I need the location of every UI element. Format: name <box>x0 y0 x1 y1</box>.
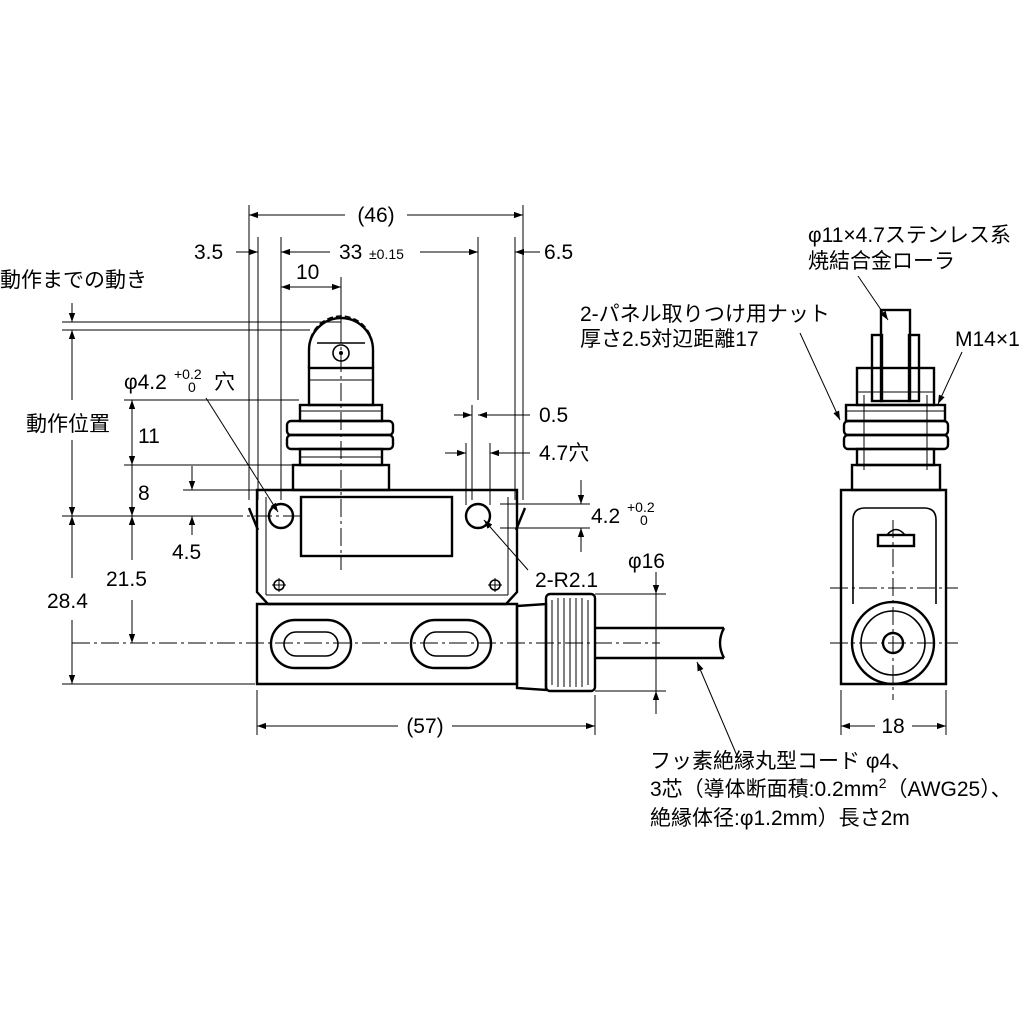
dimension-labels: (46) 3.5 33 ±0.15 6.5 10 動作までの動き φ4.2 +0… <box>0 204 1020 830</box>
cable <box>595 626 726 660</box>
switch-housing <box>247 488 527 606</box>
side-dimension-lines <box>799 275 963 735</box>
dim-3-5-label: 3.5 <box>194 241 223 264</box>
dim-11-label: 11 <box>138 425 160 448</box>
dim-4-2-tol-lower: 0 <box>640 512 648 528</box>
dim-57-label: (57) <box>406 715 443 738</box>
dim-33-label: 33 <box>339 241 362 264</box>
radius-label: 2-R2.1 <box>535 569 598 592</box>
cord-note-line1: フッ素絶縁丸型コード φ4、 <box>650 750 912 773</box>
hole-diameter-label: φ4.2 <box>124 371 167 394</box>
dim-21-5-label: 21.5 <box>106 568 147 591</box>
dim-33-tolerance: ±0.15 <box>369 246 404 262</box>
dia-16-label: φ16 <box>628 550 665 573</box>
dim-8-label: 8 <box>138 482 150 505</box>
front-view <box>72 315 726 693</box>
cable-gland <box>515 592 597 693</box>
cord-note-line3: 絶縁体径:φ1.2mm）長さ2m <box>650 807 910 830</box>
front-dimension-lines <box>62 205 739 759</box>
hole-4-7-label: 4.7穴 <box>539 442 589 465</box>
dim-4-5-label: 4.5 <box>172 541 201 564</box>
cord-note-superscript: 2 <box>879 775 887 791</box>
cord-note-line2-tail: （AWG25）、 <box>887 778 1012 801</box>
operating-position-label: 動作位置 <box>26 413 110 436</box>
roller-note-line2: 焼結合金ローラ <box>808 250 955 273</box>
dim-46-label: (46) <box>357 204 394 227</box>
dim-4-2-tol-upper: +0.2 <box>627 499 655 515</box>
dim-4-2-label: 4.2 <box>591 505 620 528</box>
cord-note-line2: 3芯（導体断面積:0.2mm2（AWG25）、 <box>650 775 1012 801</box>
dim-6-5-label: 6.5 <box>544 241 573 264</box>
hole-tol-lower: 0 <box>188 379 196 395</box>
thread-label: M14×1 <box>955 328 1020 351</box>
hole-tol-upper: +0.2 <box>174 366 202 382</box>
panel-nuts <box>285 403 395 492</box>
nut-note-line2: 厚さ2.5対辺距離17 <box>580 328 759 351</box>
dim-18-label: 18 <box>881 715 904 738</box>
dim-10-label: 10 <box>296 261 319 284</box>
side-view <box>830 308 958 700</box>
cord-note-line2-main: 3芯（導体断面積:0.2mm <box>650 778 879 801</box>
nut-note-line1: 2-パネル取りつけ用ナット <box>580 303 830 326</box>
dim-28-4-label: 28.4 <box>47 590 88 613</box>
switch-base <box>255 602 519 686</box>
roller-note-line1: φ11×4.7ステンレス系 <box>808 224 1011 247</box>
travel-to-operate-label: 動作までの動き <box>0 269 147 292</box>
dim-0-5-label: 0.5 <box>539 404 568 427</box>
hole-suffix: 穴 <box>214 371 235 394</box>
